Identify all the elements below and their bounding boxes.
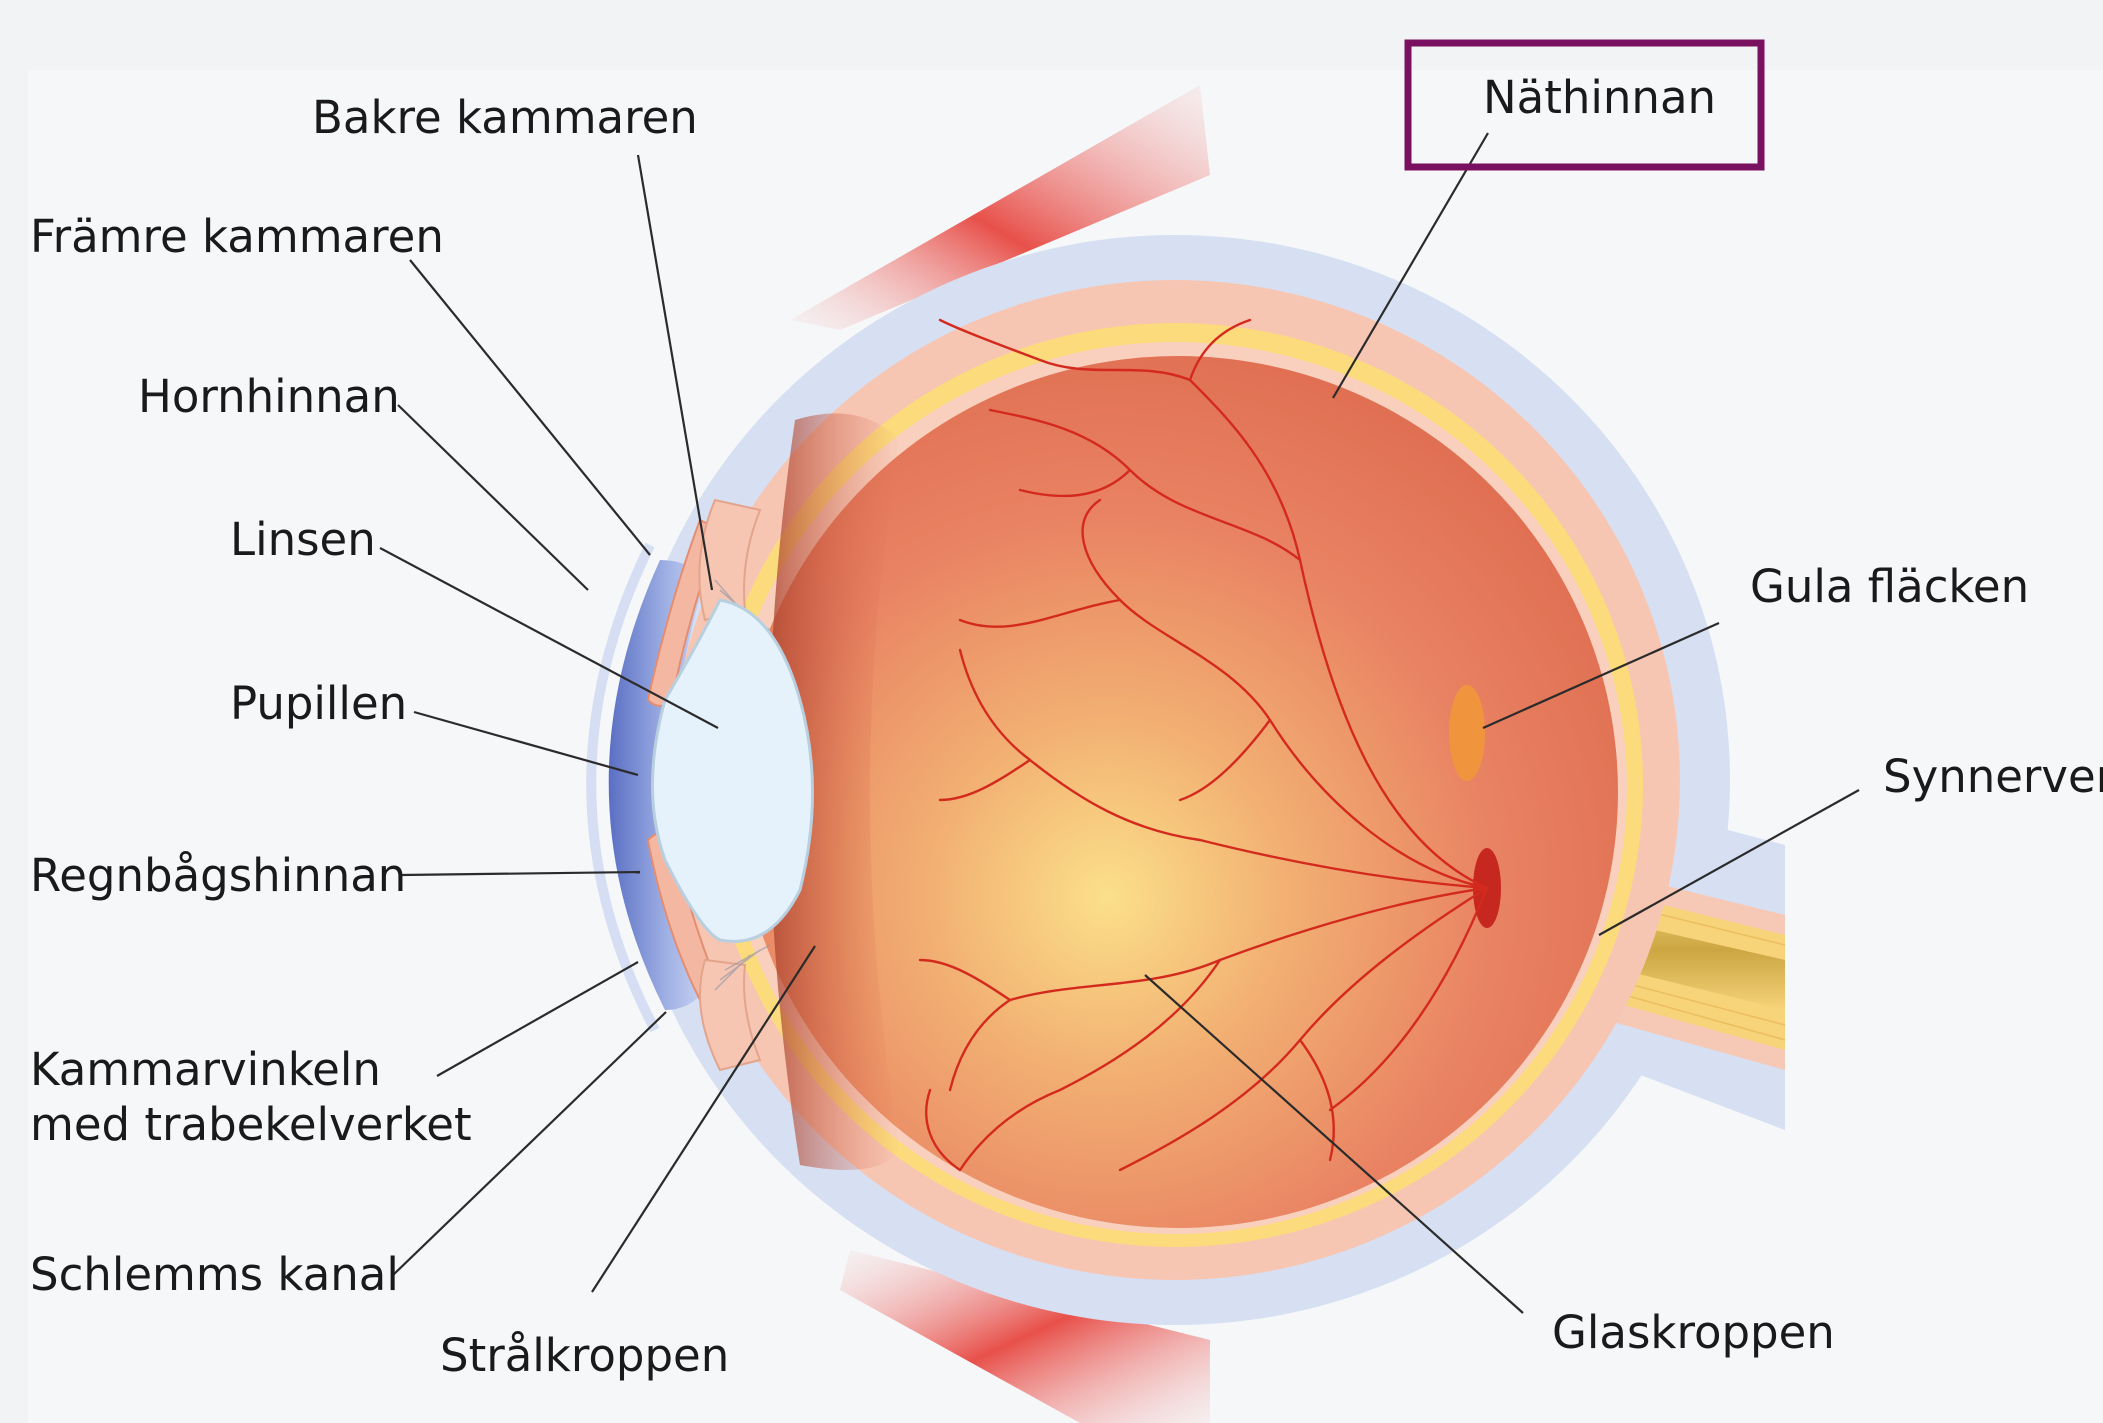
- label-chamber-angle-line2: med trabekelverket: [30, 1098, 472, 1151]
- label-anterior-chamber: Främre kammaren: [30, 210, 444, 263]
- label-posterior-chamber: Bakre kammaren: [312, 91, 698, 144]
- label-macula: Gula fläcken: [1750, 560, 2029, 613]
- label-ciliary-body: Strålkroppen: [440, 1329, 729, 1382]
- label-iris: Regnbågshinnan: [30, 849, 406, 902]
- label-vitreous-body: Glaskroppen: [1552, 1306, 1835, 1359]
- label-chamber-angle-line1: Kammarvinkeln: [30, 1043, 381, 1096]
- label-schlemms-canal: Schlemms kanal: [30, 1248, 399, 1301]
- label-retina: Näthinnan: [1483, 71, 1716, 124]
- label-lens: Linsen: [230, 513, 376, 566]
- label-optic-nerve: Synnerven: [1883, 750, 2103, 803]
- label-pupil: Pupillen: [230, 677, 407, 730]
- label-cornea: Hornhinnan: [138, 370, 400, 423]
- macula-spot: [1449, 685, 1485, 781]
